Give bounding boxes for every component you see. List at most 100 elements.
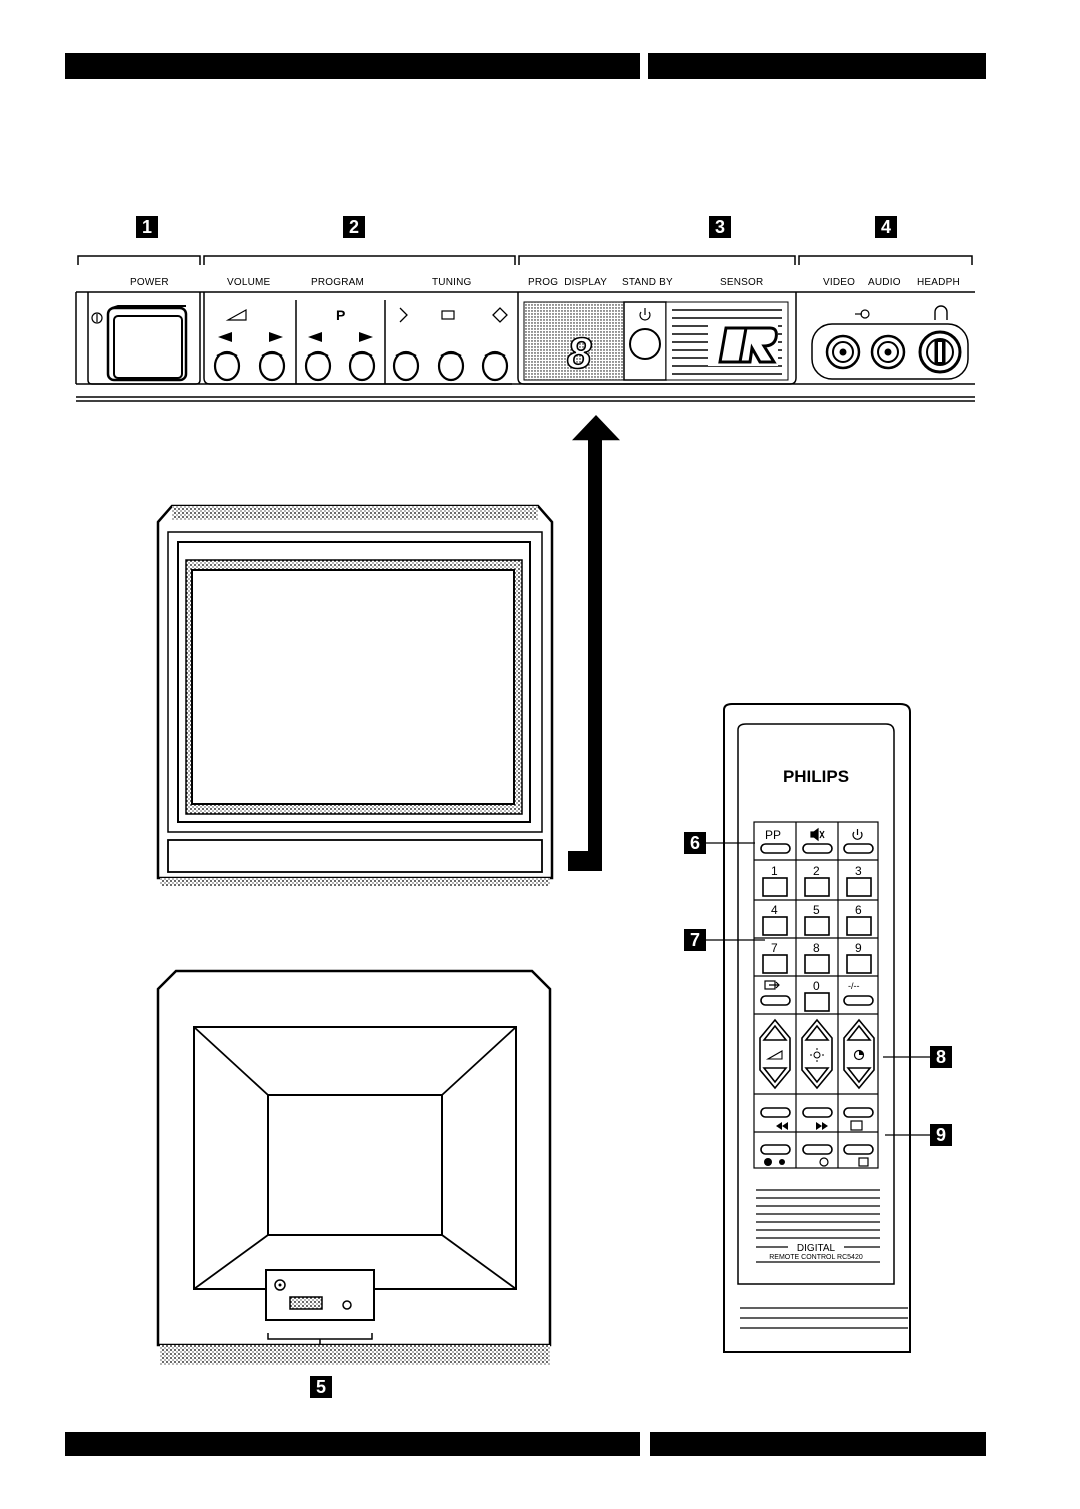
power-label: POWER — [130, 277, 169, 288]
control-panel: P 8 — [75, 291, 975, 402]
digit-9-label: 9 — [855, 941, 862, 955]
rear-socket[interactable] — [342, 1300, 352, 1310]
headphone-icon — [934, 305, 948, 320]
dash-dash-icon: -/-- — [848, 981, 860, 991]
rear-scart-connector[interactable] — [289, 1296, 323, 1310]
sensor-label: SENSOR — [720, 277, 764, 288]
btn-mute[interactable] — [802, 843, 833, 854]
callout-2: 2 — [343, 216, 365, 238]
tuning-down-icon — [399, 307, 408, 323]
tuning-down-knob[interactable] — [392, 350, 420, 382]
remote-label-digital: DIGITAL — [797, 1243, 836, 1254]
program-label: PROGRAM — [311, 277, 365, 288]
standby-icon — [639, 308, 651, 321]
color-icon — [853, 1049, 865, 1061]
tuning-store-knob[interactable] — [437, 350, 465, 382]
callout-6: 6 — [684, 832, 706, 854]
footer-bar-left — [65, 1432, 640, 1456]
btn-digit-3[interactable] — [846, 877, 872, 897]
tuning-up-knob[interactable] — [481, 350, 509, 382]
digit-5-label: 5 — [813, 903, 820, 917]
remote-brand: PHILIPS — [783, 767, 849, 786]
fast-forward-icon — [816, 1122, 828, 1130]
btn-yellow[interactable] — [843, 1144, 874, 1155]
standby-label: STAND BY — [622, 277, 673, 288]
brightness-icon — [810, 1048, 824, 1062]
btn-digit-6[interactable] — [846, 916, 872, 936]
btn-pp[interactable] — [760, 843, 791, 854]
btn-av[interactable] — [760, 995, 791, 1006]
tv-rear-view — [156, 969, 552, 1365]
tuning-store-icon — [441, 310, 455, 320]
pointer-arrow — [568, 415, 620, 871]
power-standby-icon — [852, 829, 863, 840]
volume-icon — [765, 1050, 783, 1060]
power-on-symbol — [91, 312, 103, 324]
callout-8: 8 — [930, 1046, 952, 1068]
callout-3: 3 — [709, 216, 731, 238]
digit-1-label: 1 — [771, 864, 778, 878]
standby-button[interactable] — [629, 328, 661, 360]
digit-2-label: 2 — [813, 864, 820, 878]
digit-3-label: 3 — [855, 864, 862, 878]
btn-digit-0[interactable] — [804, 992, 830, 1012]
program-up-knob[interactable] — [348, 350, 376, 382]
btn-standby[interactable] — [843, 843, 874, 854]
btn-digit-5[interactable] — [804, 916, 830, 936]
header-bar-right — [648, 53, 986, 79]
btn-digit-4[interactable] — [762, 916, 788, 936]
btn-digit-2[interactable] — [804, 877, 830, 897]
teletext-icon — [850, 1120, 863, 1131]
prog-display-label: PROG DISPLAY — [528, 277, 608, 288]
volume-up-knob[interactable] — [258, 350, 286, 382]
headphone-jack[interactable] — [918, 330, 962, 374]
rewind-icon — [776, 1122, 788, 1130]
tuning-up-icon — [492, 307, 508, 323]
btn-digit-1[interactable] — [762, 877, 788, 897]
program-p-symbol: P — [336, 307, 345, 323]
digit-6-label: 6 — [855, 903, 862, 917]
display-digit: 8 — [567, 329, 592, 378]
ir-sensor — [665, 301, 789, 381]
input-icon — [764, 980, 780, 990]
btn-teletext[interactable] — [843, 1107, 874, 1118]
audio-label: AUDIO — [868, 277, 901, 288]
volume-icon — [225, 308, 247, 321]
audio-jack[interactable] — [870, 334, 906, 370]
tv-front-view — [156, 504, 554, 886]
power-switch[interactable] — [106, 305, 188, 382]
volume-down-knob[interactable] — [213, 350, 241, 382]
btn-pp-label: PP — [765, 828, 781, 842]
video-jack[interactable] — [825, 334, 861, 370]
brightness-rocker[interactable] — [801, 1018, 833, 1090]
digit-4-label: 4 — [771, 903, 778, 917]
header-bar-left — [65, 53, 640, 79]
callout-4: 4 — [875, 216, 897, 238]
program-down-knob[interactable] — [304, 350, 332, 382]
headph-label: HEADPH — [917, 277, 960, 288]
rear-antenna-socket[interactable] — [274, 1279, 286, 1291]
callout-1: 1 — [136, 216, 158, 238]
volume-rocker[interactable] — [759, 1018, 791, 1090]
btn-dash[interactable] — [843, 995, 874, 1006]
mute-icon — [810, 827, 825, 842]
video-label: VIDEO — [823, 277, 856, 288]
digit-0-label: 0 — [813, 979, 820, 993]
callout-9: 9 — [930, 1124, 952, 1146]
remote-label-model: REMOTE CONTROL RC5420 — [769, 1254, 863, 1261]
remote-control: PP 1 2 3 4 5 6 7 8 9 0 -/-- — [723, 703, 911, 1353]
btn-rewind[interactable] — [760, 1107, 791, 1118]
video-input-icon — [855, 309, 870, 319]
btn-digit-9[interactable] — [846, 954, 872, 974]
btn-fast-forward[interactable] — [802, 1107, 833, 1118]
callout-5: 5 — [310, 1376, 332, 1398]
footer-bar-right — [650, 1432, 986, 1456]
btn-digit-8[interactable] — [804, 954, 830, 974]
digit-7-label: 7 — [771, 941, 778, 955]
digit-8-label: 8 — [813, 941, 820, 955]
color-key-icons — [764, 1157, 869, 1167]
btn-red[interactable] — [760, 1144, 791, 1155]
btn-green[interactable] — [802, 1144, 833, 1155]
btn-digit-7[interactable] — [762, 954, 788, 974]
